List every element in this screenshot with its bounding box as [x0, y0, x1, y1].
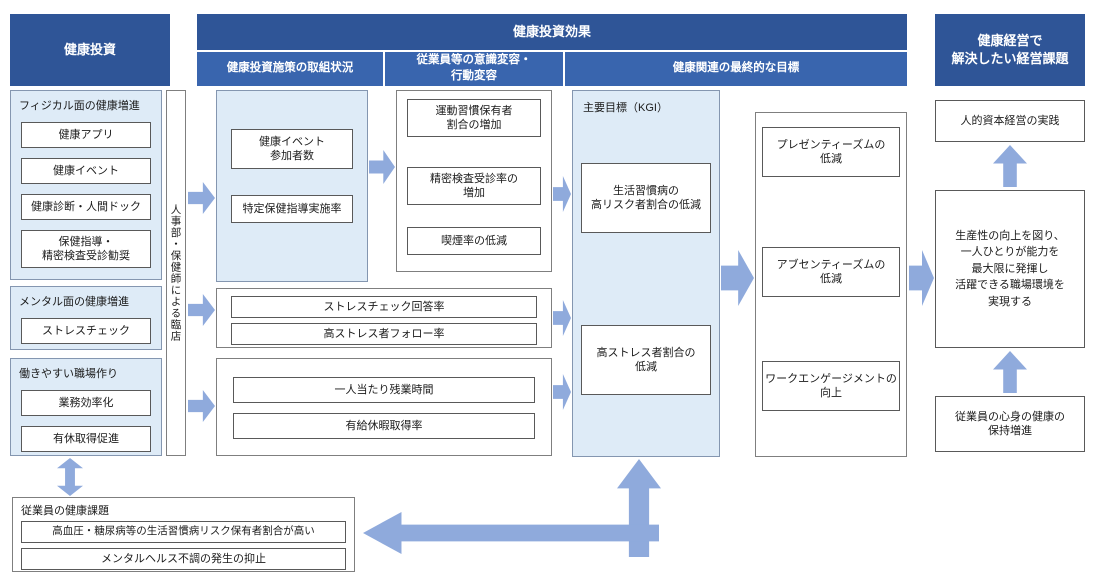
item-health-checkup: 健康診断・人間ドック [21, 194, 151, 220]
group-physical-title: フィジカル面の健康増進 [19, 100, 140, 112]
group-mental-health: メンタル面の健康増進 ストレスチェック [10, 286, 162, 350]
outcome-presenteeism: プレゼンティーズムの 低減 [762, 127, 900, 177]
mgmt-employee-health: 従業員の心身の健康の 保持増進 [935, 396, 1085, 452]
arrow-left-to-health-issues [363, 512, 659, 554]
metric-guidance-rate: 特定保健指導実施率 [231, 195, 353, 223]
metric-overtime-hours: 一人当たり残業時間 [233, 377, 535, 403]
panel-workstyle-metrics: 一人当たり残業時間 有給休暇取得率 [216, 358, 552, 456]
arrow-right-outcomes-to-management [909, 250, 934, 306]
arrow-up-productivity-to-human-capital [993, 145, 1027, 187]
header-health-investment: 健康投資 [10, 14, 170, 86]
kgi-lifestyle-disease: 生活習慣病の 高リスク者割合の低減 [581, 163, 711, 233]
header-behavior-change: 従業員等の意識変容・ 行動変容 [385, 52, 563, 86]
arrow-right-metrics-to-behavior [369, 150, 395, 184]
header-final-goals: 健康関連の最終的な目標 [565, 52, 907, 86]
metric-paid-leave-rate: 有給休暇取得率 [233, 413, 535, 439]
kgi-high-stress: 高ストレス者割合の 低減 [581, 325, 711, 395]
arrow-right-hr-to-metrics [188, 182, 215, 214]
arrow-up-health-to-productivity [993, 351, 1027, 393]
health-issues-title: 従業員の健康課題 [21, 505, 109, 517]
panel-outcomes: プレゼンティーズムの 低減 アブセンティーズムの 低減 ワークエンゲージメントの… [755, 112, 907, 457]
behavior-exercise-habit: 運動習慣保有者 割合の増加 [407, 99, 541, 137]
item-stress-check: ストレスチェック [21, 318, 151, 344]
outcome-work-engagement: ワークエンゲージメントの 向上 [762, 361, 900, 411]
arrow-right-stress-to-kgi [553, 300, 571, 336]
header-initiative-status: 健康投資施策の取組状況 [197, 52, 383, 86]
arrow-updown-issues-to-investment [57, 458, 83, 496]
outcome-absenteeism: アブセンティーズムの 低減 [762, 247, 900, 297]
group-workplace: 働きやすい職場作り 業務効率化 有休取得促進 [10, 358, 162, 456]
arrow-right-hr-to-stress [188, 294, 215, 326]
arrow-right-hr-to-workstyle [188, 390, 215, 422]
behavior-exam-rate: 精密検査受診率の 増加 [407, 167, 541, 205]
panel-health-issues: 従業員の健康課題 高血圧・糖尿病等の生活習慣病リスク保有者割合が高い メンタルヘ… [12, 497, 355, 572]
issue-mental-health: メンタルヘルス不調の発生の抑止 [21, 548, 346, 570]
mgmt-productivity: 生産性の向上を図り、 一人ひとりが能力を 最大限に発揮し 活躍できる職場環境を … [935, 190, 1085, 348]
panel-initiative-metrics: 健康イベント 参加者数 特定保健指導実施率 [216, 90, 368, 282]
panel-stress-metrics: ストレスチェック回答率 高ストレス者フォロー率 [216, 288, 552, 348]
metric-stress-response-rate: ストレスチェック回答率 [231, 296, 537, 318]
vertical-note-hr-nurse-visits: 人事部・保健師による臨店 [166, 90, 186, 456]
group-physical-health: フィジカル面の健康増進 健康アプリ 健康イベント 健康診断・人間ドック 保健指導… [10, 90, 162, 280]
header-management-issues: 健康経営で 解決したい経営課題 [935, 14, 1085, 86]
panel-behavior-change: 運動習慣保有者 割合の増加 精密検査受診率の 増加 喫煙率の低減 [396, 90, 552, 272]
panel-kgi: 主要目標（KGI） 生活習慣病の 高リスク者割合の低減 高ストレス者割合の 低減 [572, 90, 720, 457]
group-workplace-title: 働きやすい職場作り [19, 368, 118, 380]
arrow-right-behavior-to-kgi [553, 176, 571, 212]
behavior-smoking-rate: 喫煙率の低減 [407, 227, 541, 255]
item-health-guidance: 保健指導・ 精密検査受診勧奨 [21, 230, 151, 268]
arrow-up-issues-to-kgi [617, 459, 661, 557]
arrow-right-kgi-to-outcomes [721, 250, 754, 306]
header-investment-effect: 健康投資効果 [197, 14, 907, 50]
item-health-app: 健康アプリ [21, 122, 151, 148]
kgi-label: 主要目標（KGI） [583, 102, 668, 114]
item-paid-leave: 有休取得促進 [21, 426, 151, 452]
arrow-right-workstyle-to-kgi [553, 374, 571, 410]
item-work-efficiency: 業務効率化 [21, 390, 151, 416]
mgmt-human-capital: 人的資本経営の実践 [935, 100, 1085, 142]
group-mental-title: メンタル面の健康増進 [19, 296, 129, 308]
item-health-event: 健康イベント [21, 158, 151, 184]
metric-event-participants: 健康イベント 参加者数 [231, 129, 353, 169]
metric-high-stress-follow-rate: 高ストレス者フォロー率 [231, 323, 537, 345]
issue-lifestyle-disease-risk: 高血圧・糖尿病等の生活習慣病リスク保有者割合が高い [21, 521, 346, 543]
